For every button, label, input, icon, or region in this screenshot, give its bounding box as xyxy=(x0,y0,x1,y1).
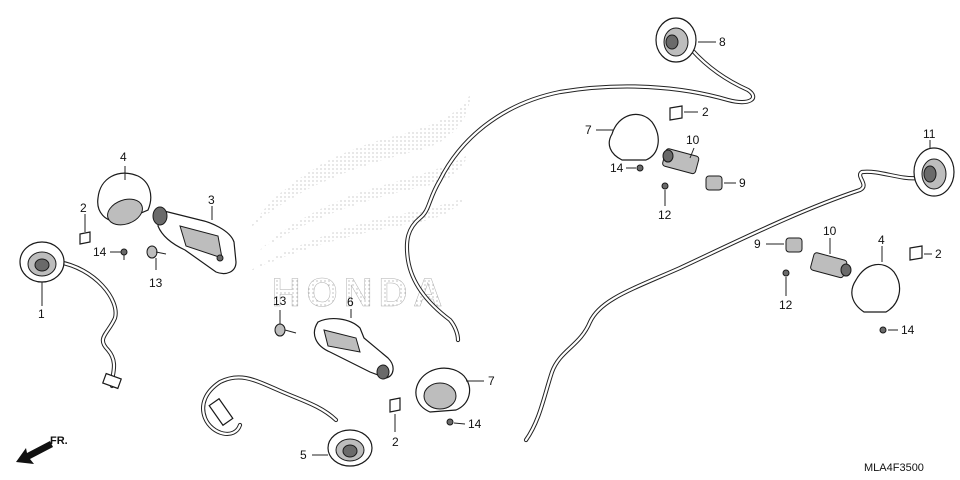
callout-4-left: 4 xyxy=(120,150,127,164)
front-direction-indicator: FR. xyxy=(16,435,68,464)
callout-4-right: 4 xyxy=(878,233,885,247)
callout-3: 3 xyxy=(208,193,215,207)
callout-2-right: 2 xyxy=(935,247,942,261)
part-1-winker-lamp xyxy=(19,241,122,390)
part-2-clip-upper xyxy=(669,105,683,121)
watermark: HONDA xyxy=(248,95,470,315)
callout-2-left: 2 xyxy=(80,201,87,215)
cables xyxy=(55,47,921,443)
part-3-housing xyxy=(152,206,237,275)
part-11-rear-lamp xyxy=(913,147,955,197)
callout-8: 8 xyxy=(719,35,726,49)
callout-9-right: 9 xyxy=(754,237,761,251)
callout-labels: 1 2 2 2 2 3 4 4 5 6 7 7 8 9 9 10 10 11 1… xyxy=(38,35,942,462)
part-4-lens-left xyxy=(97,172,152,226)
callout-9-upper: 9 xyxy=(739,176,746,190)
part-2-clip-right xyxy=(909,245,923,261)
callout-12-right: 12 xyxy=(779,298,793,312)
callout-14-right: 14 xyxy=(901,323,915,337)
part-8-rear-lamp xyxy=(655,17,697,63)
part-14-screw-upper xyxy=(636,164,644,172)
part-10-socket-right xyxy=(810,252,852,279)
callout-5: 5 xyxy=(300,448,307,462)
callout-14-upper: 14 xyxy=(610,161,624,175)
part-7-lens-lower xyxy=(415,367,471,413)
part-2-clip-lower xyxy=(389,397,401,413)
callout-2-lower: 2 xyxy=(392,435,399,449)
part-4-lens-right xyxy=(851,263,901,313)
callout-7-lower: 7 xyxy=(488,374,495,388)
leader-lines xyxy=(41,41,932,456)
part-5-winker-lamp xyxy=(208,397,373,467)
callout-11: 11 xyxy=(923,127,936,141)
part-13-screw-left xyxy=(146,245,167,259)
diagram-code: MLA4F3500 xyxy=(864,462,924,474)
callout-6: 6 xyxy=(347,295,354,309)
callout-14-left: 14 xyxy=(93,245,107,259)
callout-10-upper: 10 xyxy=(686,133,700,147)
callout-1: 1 xyxy=(38,307,45,321)
front-arrow-icon xyxy=(16,441,53,464)
part-2-clip-left xyxy=(79,231,91,245)
callout-7-upper: 7 xyxy=(585,123,592,137)
part-10-socket-upper xyxy=(662,148,700,175)
part-14-screw-lower xyxy=(446,418,454,426)
callout-10-right: 10 xyxy=(823,224,837,238)
callout-13-mid: 13 xyxy=(273,294,287,308)
callout-2-upper: 2 xyxy=(702,105,709,119)
part-9-bulb-right xyxy=(785,237,803,253)
callout-14-lower: 14 xyxy=(468,417,482,431)
part-12-screw-right xyxy=(782,269,790,277)
part-14-screw-right xyxy=(879,326,887,334)
part-13-screw-mid xyxy=(274,323,297,337)
callout-13-left: 13 xyxy=(149,276,163,290)
front-direction-label: FR. xyxy=(50,435,68,447)
part-12-screw-upper xyxy=(661,182,669,190)
part-6-housing xyxy=(313,318,394,380)
part-9-bulb-upper xyxy=(705,175,723,191)
part-14-screw-left xyxy=(120,248,128,260)
part-7-lens-upper xyxy=(608,113,659,161)
callout-12-upper: 12 xyxy=(658,208,672,222)
